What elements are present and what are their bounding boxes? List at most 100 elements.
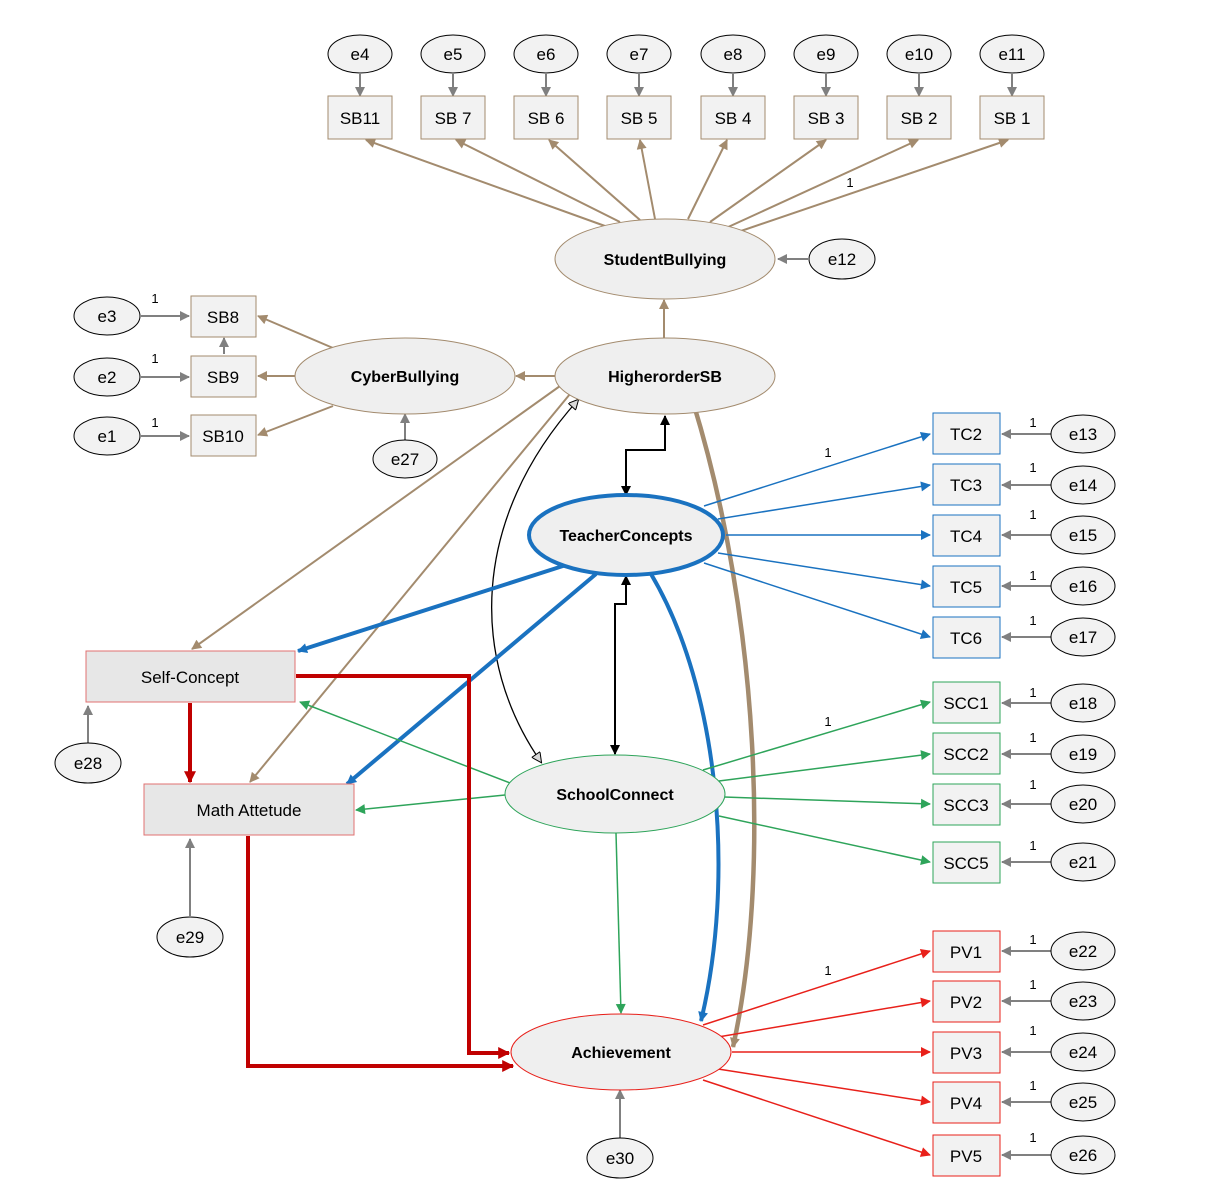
error-term[interactable]: e13 xyxy=(1050,414,1116,454)
error-term[interactable]: e29 xyxy=(156,916,224,958)
path-ach-to-pv1 xyxy=(702,949,931,1026)
observed-box[interactable]: SB 4 xyxy=(700,95,766,140)
error-term[interactable]: e15 xyxy=(1050,515,1116,555)
observed-label: PV4 xyxy=(950,1094,982,1113)
path-school-to-scc5 xyxy=(718,815,931,865)
error-term[interactable]: e25 xyxy=(1050,1082,1116,1122)
observed-box[interactable]: TC4 xyxy=(932,514,1001,557)
error-label: e4 xyxy=(351,45,370,64)
error-term[interactable]: e20 xyxy=(1050,784,1116,824)
error-term[interactable]: e23 xyxy=(1050,981,1116,1021)
error-term[interactable]: e11 xyxy=(979,34,1045,74)
error-label: e22 xyxy=(1069,942,1097,961)
loading-label: 1 xyxy=(1029,838,1036,853)
error-term[interactable]: e28 xyxy=(54,742,122,784)
loading-label: 1 xyxy=(1029,685,1036,700)
latent-student-bullying[interactable]: StudentBullying xyxy=(554,218,776,300)
loading-label: 1 xyxy=(1029,1078,1036,1093)
observed-box[interactable]: PV4 xyxy=(932,1081,1001,1124)
error-term[interactable]: e6 xyxy=(513,34,579,74)
path-cyber-to-sb10 xyxy=(257,405,334,437)
observed-label: SB 6 xyxy=(528,109,565,128)
observed-box[interactable]: SB10 xyxy=(190,414,257,457)
loading-label: 1 xyxy=(846,175,853,190)
observed-sb-top: SB11 SB 7 SB 6 SB 5 SB 4 SB 3 SB 2 SB 1 xyxy=(327,95,1045,140)
path-sb-to-sb3 xyxy=(709,139,827,223)
observed-label: SCC2 xyxy=(943,745,988,764)
loading-label: 1 xyxy=(151,415,158,430)
error-label: e7 xyxy=(630,45,649,64)
observed-box[interactable]: PV1 xyxy=(932,930,1001,973)
paths xyxy=(83,74,1051,1160)
latent-higher-order-sb[interactable]: HigherorderSB xyxy=(554,337,776,415)
loading-label: 1 xyxy=(1029,932,1036,947)
error-term[interactable]: e19 xyxy=(1050,734,1116,774)
error-term[interactable]: e8 xyxy=(700,34,766,74)
observed-box[interactable]: PV3 xyxy=(932,1031,1001,1074)
observed-box[interactable]: SB 1 xyxy=(979,95,1045,140)
observed-label: SB11 xyxy=(340,109,380,128)
error-term[interactable]: e12 xyxy=(808,238,876,280)
observed-label: SB 2 xyxy=(901,109,938,128)
latent-achievement[interactable]: Achievement xyxy=(510,1013,732,1091)
loading-label: 1 xyxy=(1029,613,1036,628)
observed-box[interactable]: SCC1 xyxy=(932,681,1001,724)
error-term[interactable]: e22 xyxy=(1050,931,1116,971)
error-term[interactable]: e18 xyxy=(1050,683,1116,723)
observed-box[interactable]: SB 3 xyxy=(793,95,859,140)
observed-box[interactable]: PV2 xyxy=(932,980,1001,1023)
error-term[interactable]: e1 xyxy=(73,416,141,456)
path-school-to-achievement xyxy=(615,832,626,1014)
observed-box[interactable]: SB 7 xyxy=(420,95,486,140)
path-school-to-math xyxy=(355,794,506,815)
observed-box[interactable]: PV5 xyxy=(932,1134,1001,1177)
latent-school-connect[interactable]: SchoolConnect xyxy=(504,754,726,834)
observed-box[interactable]: SB11 xyxy=(327,95,393,140)
observed-math-attitude[interactable]: Math Attetude xyxy=(143,783,355,836)
path-teacher-to-selfconcept xyxy=(297,563,567,654)
observed-box[interactable]: TC6 xyxy=(932,616,1001,659)
error-term[interactable]: e4 xyxy=(327,34,393,74)
error-term[interactable]: e7 xyxy=(606,34,672,74)
error-label: e30 xyxy=(606,1149,634,1168)
latent-teacher-concepts[interactable]: TeacherConcepts xyxy=(527,493,725,577)
error-term[interactable]: e24 xyxy=(1050,1032,1116,1072)
error-term[interactable]: e30 xyxy=(586,1137,654,1179)
observed-box[interactable]: SB 6 xyxy=(513,95,579,140)
error-term[interactable]: e21 xyxy=(1050,842,1116,882)
observed-box[interactable]: SCC3 xyxy=(932,783,1001,826)
path-school-to-scc1 xyxy=(702,699,931,771)
error-term[interactable]: e27 xyxy=(372,439,438,479)
loading-label: 1 xyxy=(824,714,831,729)
observed-box[interactable]: SB 2 xyxy=(886,95,952,140)
observed-box[interactable]: SB8 xyxy=(190,295,257,338)
latent-cyber-bullying[interactable]: CyberBullying xyxy=(294,337,516,415)
observed-box[interactable]: SB 5 xyxy=(606,95,672,140)
path-teacher-to-tc5 xyxy=(717,552,931,590)
observed-box[interactable]: TC5 xyxy=(932,565,1001,608)
observed-box[interactable]: SCC2 xyxy=(932,732,1001,775)
error-term[interactable]: e26 xyxy=(1050,1135,1116,1175)
error-label: e9 xyxy=(817,45,836,64)
error-label: e28 xyxy=(74,754,102,773)
observed-box[interactable]: TC3 xyxy=(932,463,1001,506)
error-term[interactable]: e14 xyxy=(1050,465,1116,505)
path-teacher-to-tc2 xyxy=(703,431,931,507)
observed-label: TC5 xyxy=(950,578,982,597)
observed-box[interactable]: SB9 xyxy=(190,355,257,398)
observed-box[interactable]: TC2 xyxy=(932,412,1001,455)
error-term[interactable]: e9 xyxy=(793,34,859,74)
path-ach-to-pv5 xyxy=(702,1079,931,1157)
loading-label: 1 xyxy=(824,963,831,978)
observed-box[interactable]: SCC5 xyxy=(932,841,1001,884)
error-term[interactable]: e5 xyxy=(420,34,486,74)
error-term[interactable]: e16 xyxy=(1050,566,1116,606)
error-term[interactable]: e2 xyxy=(73,357,141,397)
error-label: e18 xyxy=(1069,694,1097,713)
observed-self-concept[interactable]: Self-Concept xyxy=(85,650,296,703)
error-term[interactable]: e3 xyxy=(73,296,141,336)
path-math-to-achievement xyxy=(246,836,515,1072)
error-term[interactable]: e10 xyxy=(886,34,952,74)
error-term[interactable]: e17 xyxy=(1050,617,1116,657)
